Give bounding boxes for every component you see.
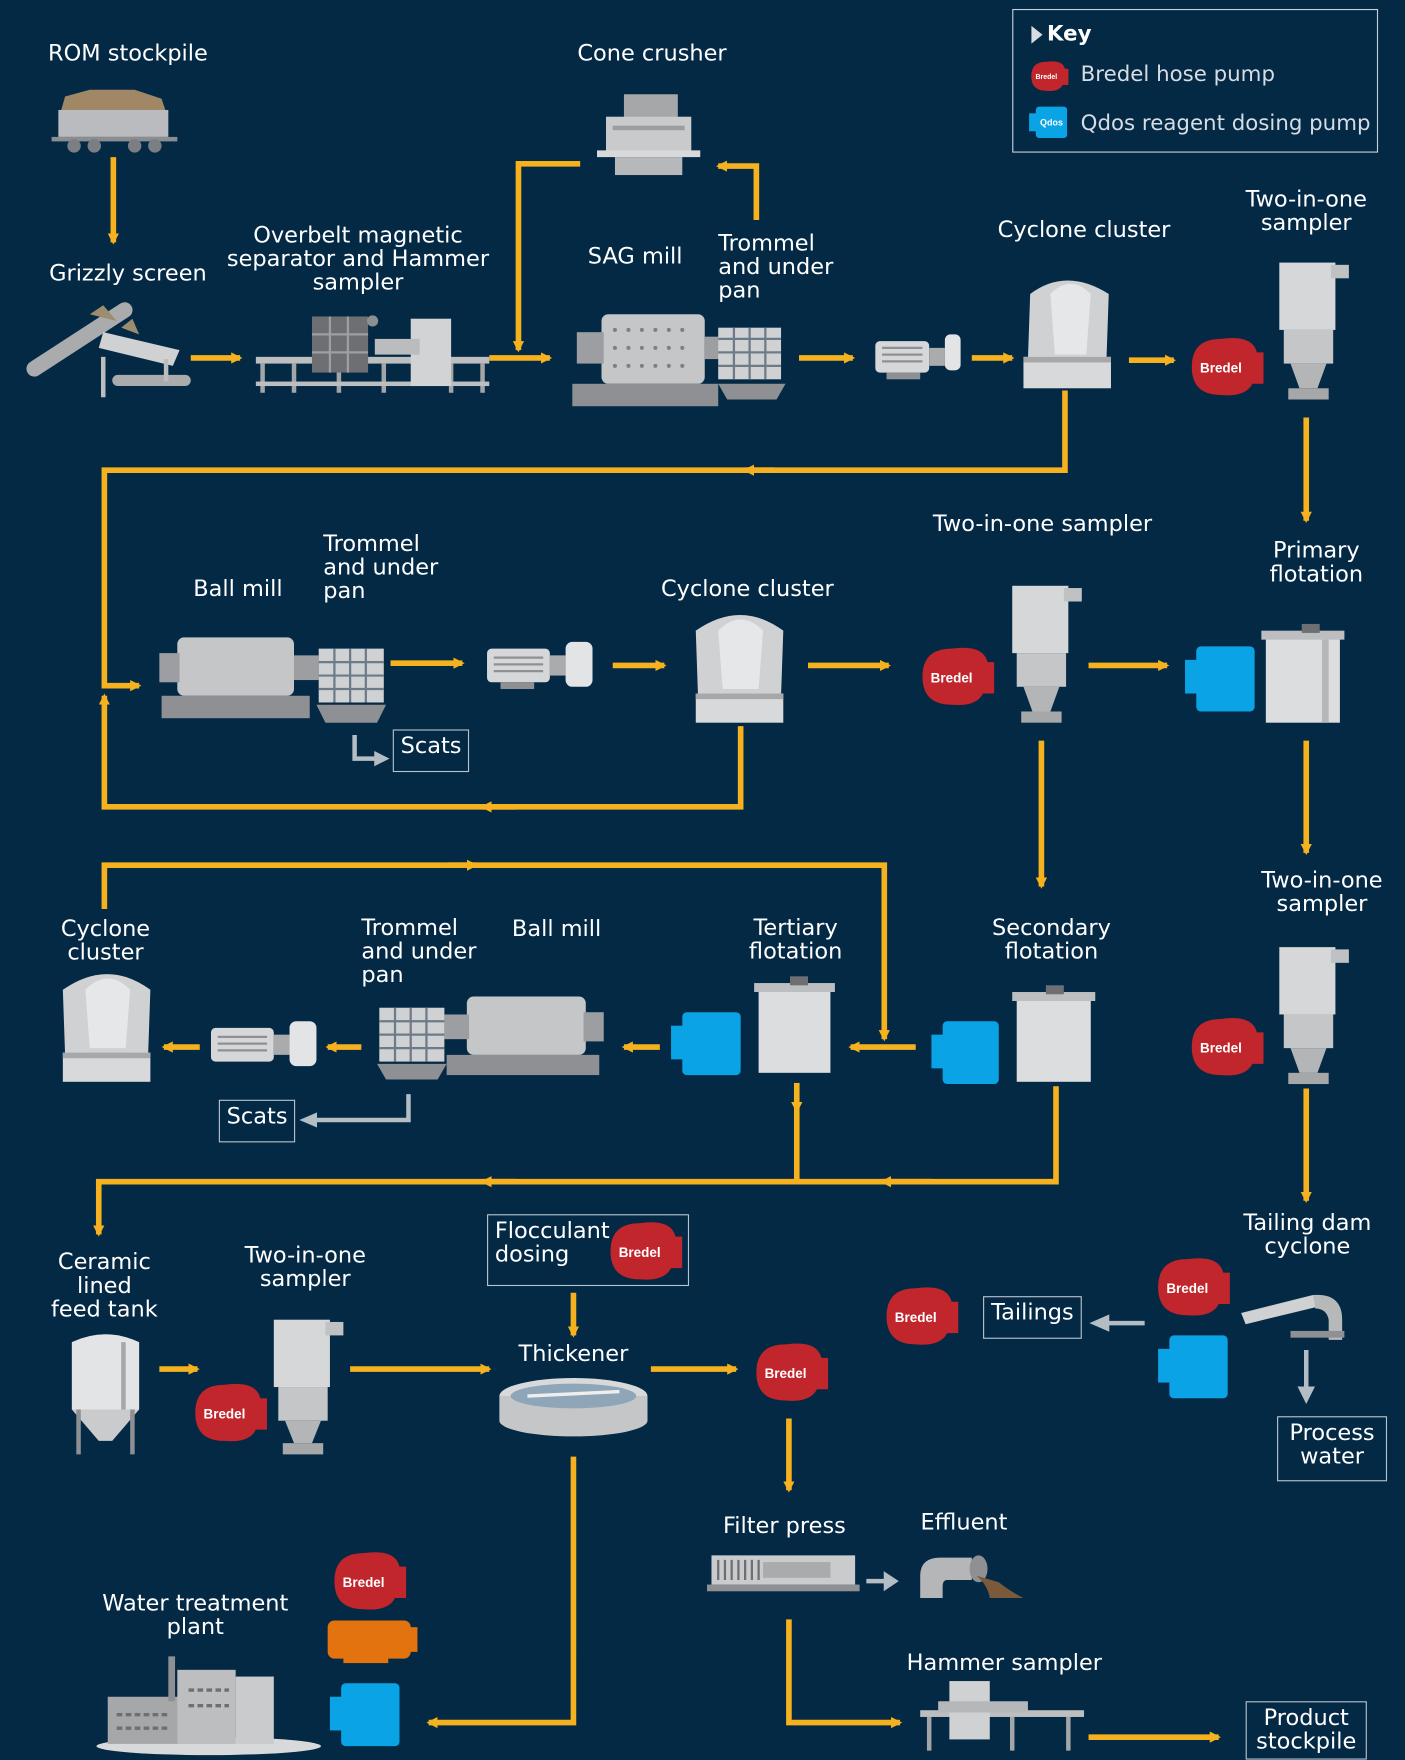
label-sag-mill: SAG mill xyxy=(587,242,683,270)
svg-text:Bredel: Bredel xyxy=(204,1406,246,1421)
two-in-one-sampler-icon xyxy=(1279,947,1349,1085)
svg-text:Bredel: Bredel xyxy=(343,1575,385,1590)
qdos-pump-icon: Qdos xyxy=(1029,106,1068,139)
label-two-in-one-sampler-1: Two-in-one sampler xyxy=(1245,185,1367,236)
label-filter-press: Filter press xyxy=(722,1511,846,1539)
svg-text:Bredel: Bredel xyxy=(765,1366,807,1381)
bredel-pump-icon: Bredel xyxy=(1191,338,1264,396)
secondary-flotation-cell-icon xyxy=(1012,985,1096,1082)
ball-mill-icon xyxy=(159,637,387,723)
svg-text:Bredel: Bredel xyxy=(895,1310,937,1325)
qdos-pump-icon xyxy=(329,1683,400,1747)
label-trommel-2: Trommel and under pan xyxy=(323,529,439,604)
label-secondary-flotation: Secondary flotation xyxy=(992,913,1111,964)
svg-text:Bredel: Bredel xyxy=(1166,1281,1208,1296)
label-ball-mill-1: Ball mill xyxy=(193,574,283,602)
legend-item-bredel: Bredel hose pump xyxy=(1080,61,1275,87)
label-trommel-1: Trommel and under pan xyxy=(718,228,834,303)
cone-crusher-icon xyxy=(597,94,701,176)
primary-flotation-cell-icon xyxy=(1261,623,1345,723)
label-cyclone-cluster-3: Cyclone cluster xyxy=(60,914,151,966)
product-stockpile-box: Product stockpile xyxy=(1245,1701,1367,1760)
qdos-pump-icon xyxy=(1185,646,1255,712)
cyclone-cluster-icon xyxy=(62,974,151,1082)
sag-mill-icon xyxy=(572,314,786,407)
rom-wagon-icon xyxy=(51,89,178,153)
label-hammer-sampler: Hammer sampler xyxy=(906,1648,1103,1676)
orange-pump-icon xyxy=(327,1620,418,1664)
label-overbelt-separator: Overbelt magnetic separator and Hammer s… xyxy=(226,221,490,296)
two-in-one-sampler-icon xyxy=(1012,585,1082,723)
hammer-sampler-icon xyxy=(920,1681,1085,1751)
legend-item-qdos: Qdos reagent dosing pump xyxy=(1080,111,1371,136)
label-primary-flotation: Primary flotation xyxy=(1269,536,1364,587)
bredel-pump-icon: Bredel xyxy=(1191,1018,1264,1076)
ball-mill-icon xyxy=(377,996,604,1080)
qdos-pump-icon xyxy=(1158,1335,1228,1399)
label-flocculant-dosing: Flocculant dosing xyxy=(494,1216,610,1267)
label-cyclone-cluster-1: Cyclone cluster xyxy=(997,215,1171,243)
label-cyclone-cluster-2: Cyclone cluster xyxy=(660,574,834,602)
label-two-in-one-sampler-3: Two-in-one sampler xyxy=(1261,866,1383,917)
centrifugal-pump-icon xyxy=(875,334,961,380)
bredel-pump-icon: Bredel xyxy=(922,647,995,706)
scats-box-1: Scats xyxy=(392,729,470,773)
ceramic-feed-tank-icon xyxy=(71,1334,140,1455)
svg-text:Bredel: Bredel xyxy=(1200,361,1242,376)
cyclone-cluster-icon xyxy=(1023,280,1111,389)
tailings-box: Tailings xyxy=(983,1296,1082,1339)
qdos-pump-icon xyxy=(671,1012,741,1076)
bredel-pump-icon: Bredel xyxy=(756,1343,829,1401)
bredel-pump-icon: Bredel xyxy=(886,1287,959,1345)
svg-text:Qdos: Qdos xyxy=(1040,118,1063,128)
bredel-pump-icon: Bredel xyxy=(610,1222,683,1280)
svg-text:Bredel: Bredel xyxy=(931,670,973,685)
label-two-in-one-sampler-2: Two-in-one sampler xyxy=(932,509,1153,537)
effluent-pipe-icon xyxy=(920,1555,1024,1599)
bredel-pump-icon: Bredel xyxy=(1158,1258,1230,1316)
legend-title: Key xyxy=(1047,21,1092,47)
label-water-treatment-plant: Water treatment plant xyxy=(102,1589,289,1640)
process-water-box: Process water xyxy=(1277,1416,1388,1482)
grizzly-screen-icon xyxy=(26,302,191,398)
flocculant-dosing-box: Flocculant dosing xyxy=(487,1214,690,1287)
water-treatment-plant-icon xyxy=(96,1656,321,1756)
label-effluent: Effluent xyxy=(920,1508,1008,1536)
two-in-one-sampler-icon xyxy=(1279,262,1349,400)
overbelt-separator-icon xyxy=(255,315,490,393)
label-ball-mill-2: Ball mill xyxy=(511,914,602,942)
caret-right-icon xyxy=(1031,25,1043,44)
scats-box-2: Scats xyxy=(218,1099,296,1143)
bredel-pump-icon: Bredel xyxy=(1031,61,1069,91)
svg-text:Bredel: Bredel xyxy=(619,1245,661,1260)
label-cone-crusher: Cone crusher xyxy=(577,39,727,67)
tertiary-flotation-cell-icon xyxy=(754,976,835,1073)
two-in-one-sampler-icon xyxy=(273,1319,344,1455)
svg-text:Bredel: Bredel xyxy=(1200,1041,1242,1056)
qdos-pump-icon xyxy=(931,1021,999,1085)
label-thickener: Thickener xyxy=(518,1339,629,1367)
bredel-pump-icon: Bredel xyxy=(195,1383,268,1442)
svg-text:Bredel: Bredel xyxy=(1036,74,1058,81)
centrifugal-pump-icon xyxy=(487,641,593,690)
label-ceramic-feed-tank: Ceramic lined feed tank xyxy=(51,1247,158,1322)
bredel-pump-icon: Bredel xyxy=(334,1552,407,1610)
filter-press-icon xyxy=(706,1555,860,1592)
legend-key: Key Bredel Bredel hose pump Qdos Qdos re… xyxy=(1012,8,1379,153)
label-tertiary-flotation: Tertiary flotation xyxy=(748,913,843,964)
label-rom-stockpile: ROM stockpile xyxy=(47,39,208,67)
label-trommel-3: Trommel and under pan xyxy=(361,913,477,988)
centrifugal-pump-icon xyxy=(210,1021,317,1067)
cyclone-cluster-icon xyxy=(695,614,784,723)
label-two-in-one-sampler-4: Two-in-one sampler xyxy=(244,1241,366,1292)
thickener-icon xyxy=(499,1378,648,1437)
label-tailing-dam-cyclone: Tailing dam cyclone xyxy=(1243,1208,1372,1260)
label-grizzly-screen: Grizzly screen xyxy=(49,259,207,287)
tailing-dam-cyclone-icon xyxy=(1241,1294,1345,1340)
